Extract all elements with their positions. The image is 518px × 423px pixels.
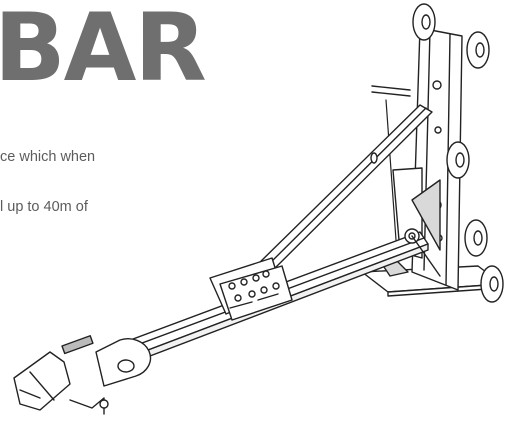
wheel	[464, 219, 488, 257]
tow-eye	[95, 338, 152, 387]
wheel	[466, 31, 490, 69]
product-title: BAR	[0, 0, 207, 103]
pivot-joint	[404, 228, 441, 277]
top-struts	[371, 85, 411, 241]
wheel-column	[392, 27, 463, 291]
description-line-1: ce which when	[0, 149, 96, 165]
wheel	[446, 141, 470, 179]
clamp-plates	[209, 257, 293, 321]
wheel	[412, 3, 436, 41]
description-line-2: l up to 40m of	[0, 199, 88, 215]
wheel	[480, 265, 504, 303]
coupler-head	[13, 335, 109, 415]
